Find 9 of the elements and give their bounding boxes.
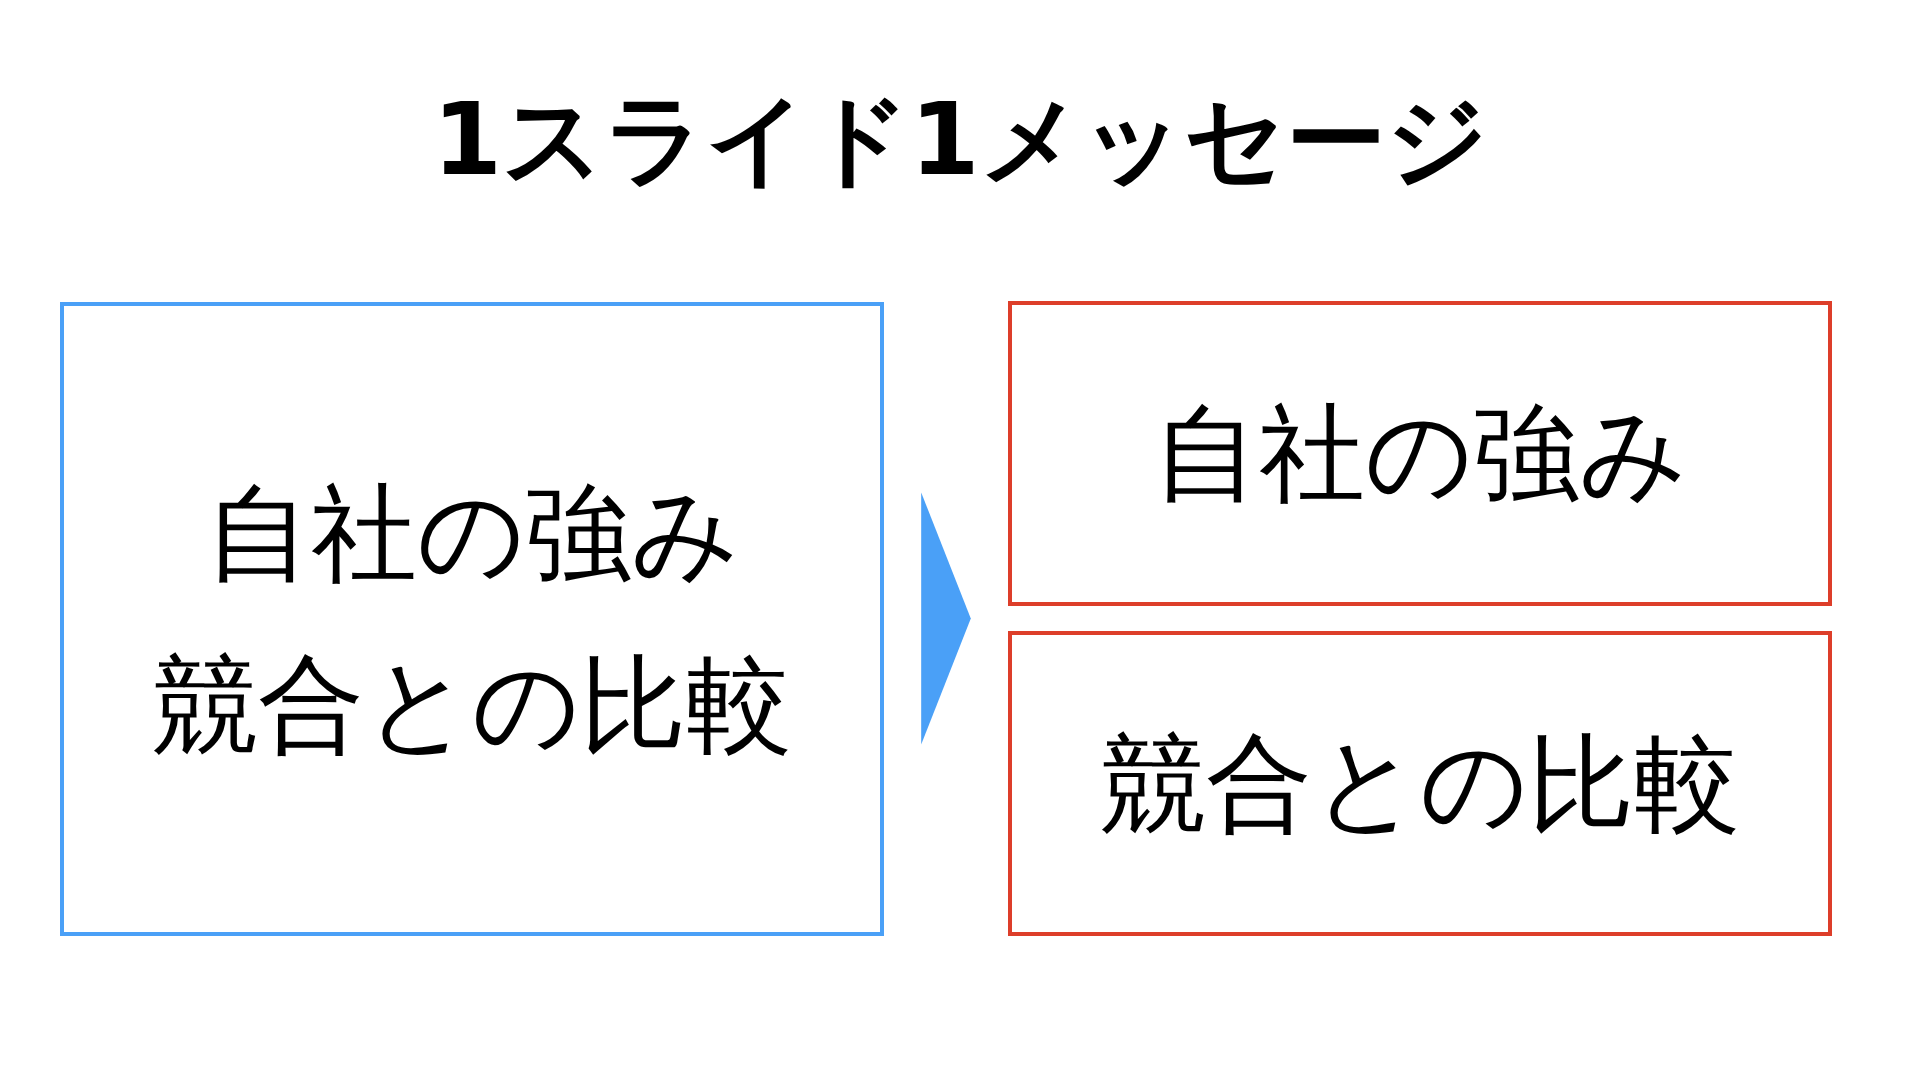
box-text: 競合との比較 <box>152 641 792 768</box>
slide-title: 1スライド1メッセージ <box>432 80 1488 200</box>
text-box <box>1008 301 1832 606</box>
text-box <box>60 302 884 936</box>
box-text: 競合との比較 <box>1100 720 1740 847</box>
box-text: 自社の強み <box>205 470 739 597</box>
box-text: 自社の強み <box>1153 390 1687 517</box>
text-box <box>1008 631 1832 936</box>
arrow <box>921 492 971 745</box>
